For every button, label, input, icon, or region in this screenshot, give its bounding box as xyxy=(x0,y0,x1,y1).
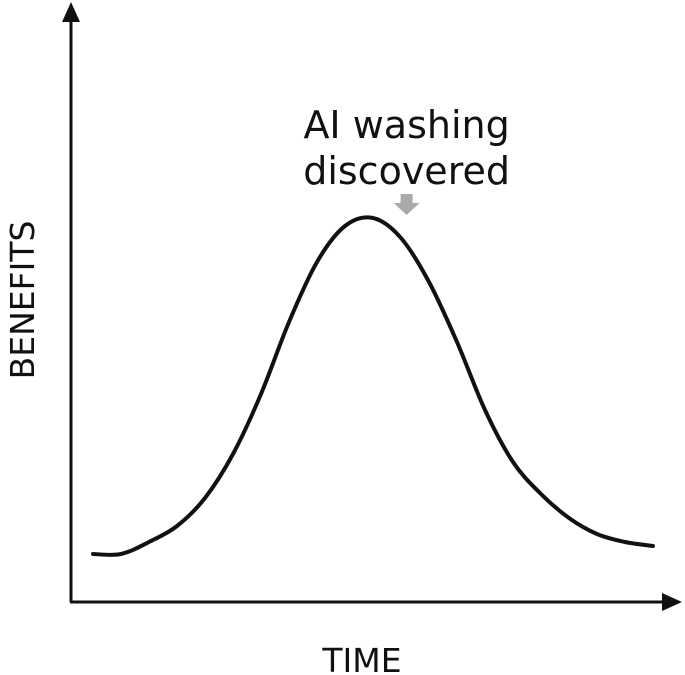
annotation-label-line-1: AI washing xyxy=(303,103,509,147)
x-axis-arrow-icon xyxy=(662,593,682,611)
y-axis-label: BENEFITS xyxy=(3,221,42,380)
y-axis-arrow-icon xyxy=(62,2,80,22)
annotation-label-line-2: discovered xyxy=(303,149,510,193)
down-arrow-icon xyxy=(393,194,420,215)
benefit-curve-series-line xyxy=(91,215,655,557)
x-axis-label: TIME xyxy=(321,641,401,675)
